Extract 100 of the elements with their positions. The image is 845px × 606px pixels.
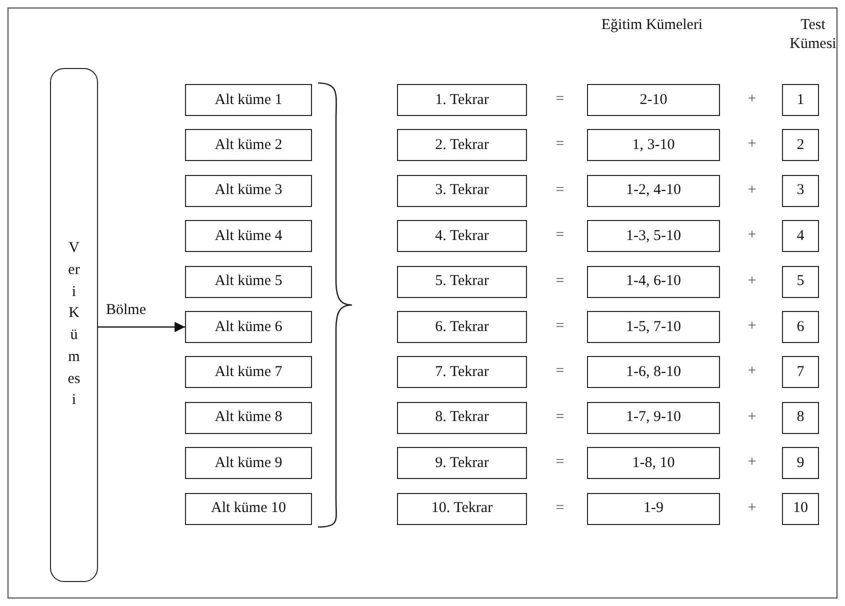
- test-set-box: [782, 266, 819, 298]
- data-set-box: [50, 68, 98, 582]
- plus-sign: +: [746, 180, 758, 200]
- iteration-box: [397, 447, 527, 480]
- box-label: 5: [796, 273, 804, 290]
- test-set-box: [782, 402, 819, 434]
- subset-box: [185, 356, 312, 388]
- test-set-box: [782, 220, 819, 252]
- training-set-box: [587, 356, 720, 388]
- box-label: Alt küme 9: [214, 454, 282, 472]
- test-set-box: [782, 447, 819, 480]
- iteration-box: [397, 220, 527, 252]
- plus-sign: +: [746, 498, 758, 518]
- subset-box: [185, 402, 312, 434]
- iteration-box: [397, 266, 527, 298]
- equals-sign: =: [554, 90, 566, 109]
- box-label: Alt küme 10: [211, 500, 286, 518]
- box-label: 8: [796, 409, 804, 426]
- plus-sign: +: [746, 362, 758, 382]
- box-label: Alt küme 5: [214, 273, 282, 290]
- training-set-box: [587, 84, 720, 116]
- box-label: 6: [796, 318, 804, 336]
- equals-sign: =: [554, 226, 566, 245]
- box-label: 3: [796, 182, 804, 200]
- subset-box: [185, 266, 312, 298]
- equals-sign: =: [554, 362, 566, 382]
- training-set-box: [587, 402, 720, 434]
- test-set-box: [782, 84, 819, 116]
- training-set-box: [587, 220, 720, 252]
- box-label: 9: [796, 454, 804, 472]
- iteration-box: [397, 356, 527, 388]
- equals-sign: =: [554, 453, 566, 472]
- box-label: 10. Tekrar: [431, 500, 493, 518]
- box-label: 1. Tekrar: [435, 92, 489, 108]
- box-label: Alt küme 7: [214, 364, 282, 381]
- iteration-box: [397, 129, 527, 162]
- box-label: Alt küme 3: [214, 182, 282, 200]
- box-label: Alt küme 4: [214, 228, 282, 245]
- box-label: 10: [793, 500, 808, 518]
- plus-sign: +: [746, 135, 758, 154]
- column-header: Test Kümesi: [788, 16, 838, 54]
- box-label: 2: [796, 136, 804, 154]
- box-label: 1-9: [644, 500, 664, 518]
- subset-box: [185, 129, 312, 162]
- box-label: 3. Tekrar: [435, 182, 489, 200]
- subset-box: [185, 447, 312, 480]
- box-label: 7. Tekrar: [435, 364, 489, 381]
- plus-sign: +: [746, 272, 758, 290]
- box-label: 1-3, 5-10: [626, 228, 681, 245]
- plus-sign: +: [746, 317, 758, 336]
- plus-sign: +: [746, 453, 758, 472]
- box-label: 7: [796, 364, 804, 381]
- subset-box: [185, 492, 312, 525]
- test-set-box: [782, 174, 819, 207]
- equals-sign: =: [554, 498, 566, 518]
- box-label: 1-7, 9-10: [626, 409, 681, 426]
- equals-sign: =: [554, 408, 566, 427]
- equals-sign: =: [554, 180, 566, 200]
- box-label: 5. Tekrar: [435, 273, 489, 290]
- subset-box: [185, 220, 312, 252]
- training-set-box: [587, 174, 720, 207]
- training-set-box: [587, 492, 720, 525]
- plus-sign: +: [746, 90, 758, 109]
- box-label: 6. Tekrar: [435, 318, 489, 336]
- plus-sign: +: [746, 408, 758, 427]
- box-label: 4. Tekrar: [435, 228, 489, 245]
- equals-sign: =: [554, 272, 566, 290]
- test-set-box: [782, 356, 819, 388]
- vertical-label: Veri Kümesi: [66, 239, 82, 410]
- equals-sign: =: [554, 135, 566, 154]
- box-label: 2-10: [640, 92, 668, 108]
- test-set-box: [782, 492, 819, 525]
- test-set-box: [782, 311, 819, 343]
- box-label: 1, 3-10: [632, 136, 675, 154]
- box-label: 2. Tekrar: [435, 136, 489, 154]
- box-label: Alt küme 2: [214, 136, 282, 154]
- iteration-box: [397, 174, 527, 207]
- training-set-box: [587, 447, 720, 480]
- box-label: Alt küme 6: [214, 318, 282, 336]
- subset-box: [185, 84, 312, 116]
- box-label: 1-6, 8-10: [626, 364, 681, 381]
- box-label: 8. Tekrar: [435, 409, 489, 426]
- test-set-box: [782, 129, 819, 162]
- iteration-box: [397, 402, 527, 434]
- subset-box: [185, 311, 312, 343]
- iteration-box: [397, 311, 527, 343]
- training-set-box: [587, 311, 720, 343]
- box-label: 1: [796, 92, 804, 108]
- subset-box: [185, 174, 312, 207]
- arrow: [98, 322, 185, 332]
- iteration-box: [397, 492, 527, 525]
- box-label: 9. Tekrar: [435, 454, 489, 472]
- training-set-box: [587, 129, 720, 162]
- box-label: Alt küme 8: [214, 409, 282, 426]
- training-set-box: [587, 266, 720, 298]
- column-header: Eğitim Kümeleri: [600, 16, 704, 35]
- box-label: 4: [796, 228, 804, 245]
- iteration-box: [397, 84, 527, 116]
- equals-sign: =: [554, 317, 566, 336]
- box-label: 1-2, 4-10: [626, 182, 681, 200]
